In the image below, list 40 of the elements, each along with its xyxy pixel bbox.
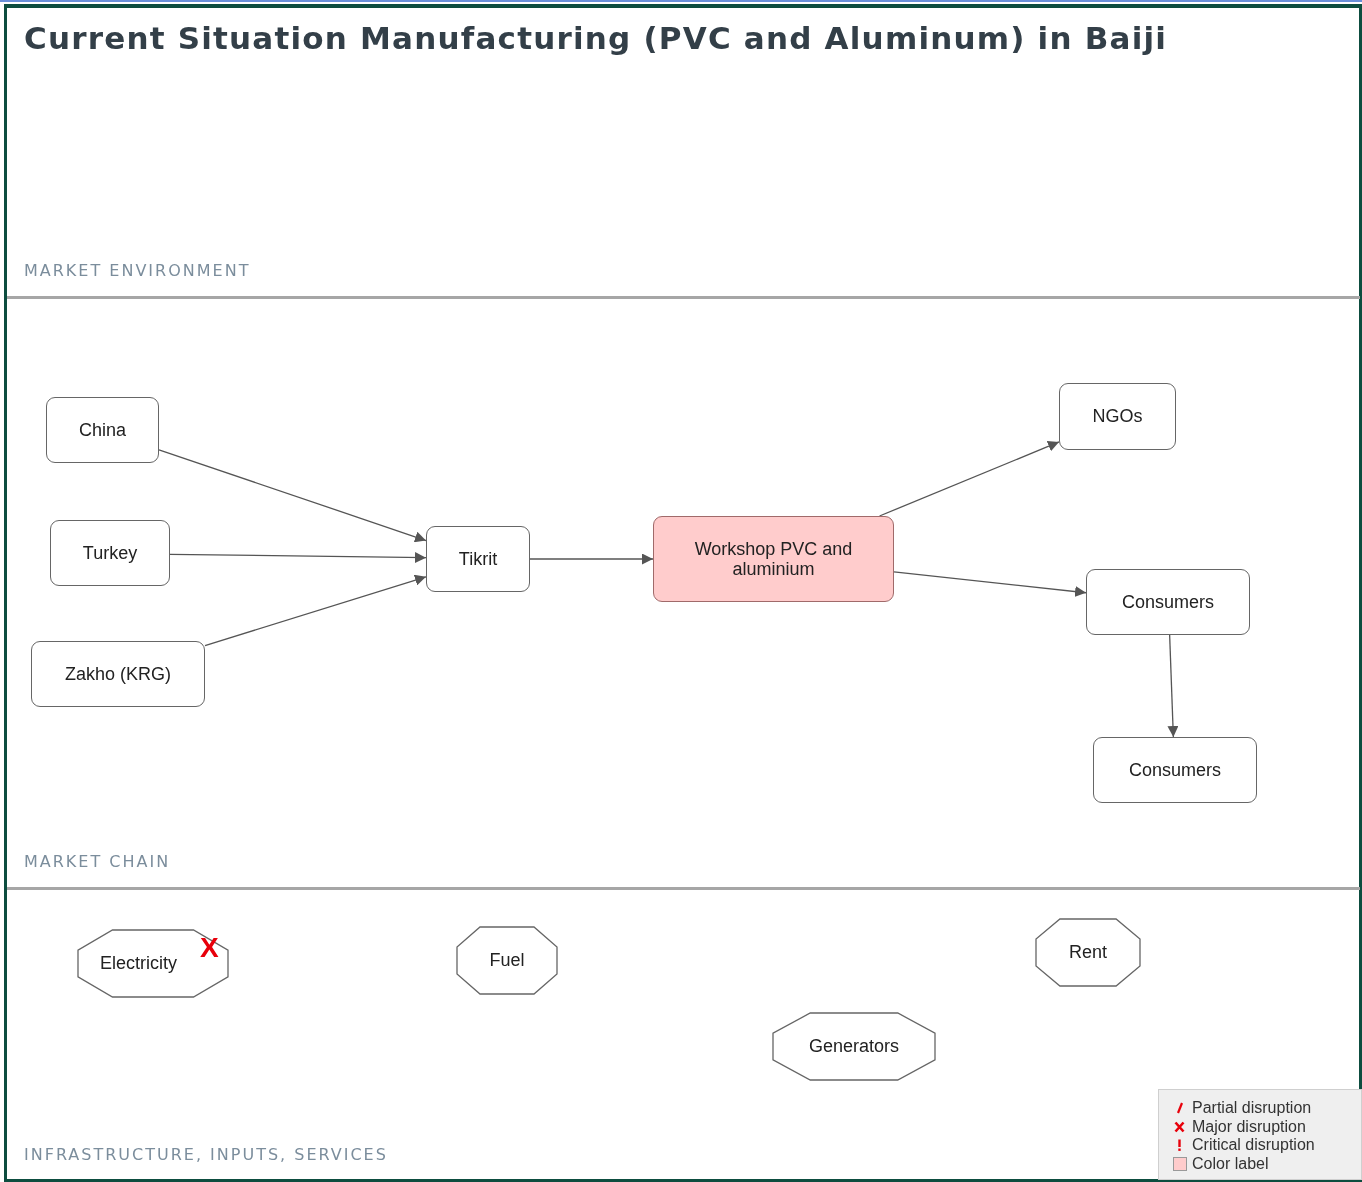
node-label: Consumers xyxy=(1122,591,1214,613)
node-label: Rent xyxy=(1069,942,1107,963)
arrow xyxy=(878,441,1060,517)
node-label: Zakho (KRG) xyxy=(65,663,171,685)
arrow xyxy=(1167,634,1179,738)
octagon-node xyxy=(457,927,557,994)
diagram-title: Current Situation Manufacturing (PVC and Aluminum) in Baiji xyxy=(24,20,1168,56)
process-box xyxy=(31,641,205,707)
section-label: MARKET ENVIRONMENT xyxy=(24,261,251,280)
legend-text: Critical disruption xyxy=(1192,1136,1315,1154)
process-box xyxy=(1059,383,1176,450)
disruption-mark: X xyxy=(200,932,219,964)
section-label: MARKET CHAIN xyxy=(24,852,171,871)
node-label: Workshop PVC and aluminium xyxy=(693,539,854,579)
node-label: Fuel xyxy=(489,950,525,971)
node-label: Electricity xyxy=(100,953,177,974)
section-label: INFRASTRUCTURE, INPUTS, SERVICES xyxy=(24,1145,388,1164)
process-box xyxy=(426,526,530,592)
legend-text: Major disruption xyxy=(1192,1117,1306,1136)
process-box xyxy=(1086,569,1250,635)
node-label: Generators xyxy=(808,1036,899,1057)
process-box xyxy=(46,397,159,463)
legend-text: Partial disruption xyxy=(1192,1099,1312,1117)
octagon-node xyxy=(773,1013,935,1080)
arrow xyxy=(158,449,427,543)
octagon-node xyxy=(78,930,228,997)
highlighted-process-box xyxy=(653,516,894,602)
arrow xyxy=(893,571,1087,598)
legend-text: Color label xyxy=(1192,1154,1269,1173)
node-label: Consumers xyxy=(1129,759,1221,781)
octagon-node xyxy=(1036,919,1140,986)
node-label: Tikrit xyxy=(458,548,498,570)
arrow xyxy=(204,574,427,647)
arrow xyxy=(529,553,654,565)
arrow xyxy=(169,552,427,564)
process-box xyxy=(50,520,170,586)
process-box xyxy=(1093,737,1257,803)
node-label: NGOs xyxy=(1092,406,1143,427)
node-label: Turkey xyxy=(82,542,138,564)
node-label: China xyxy=(79,419,126,441)
